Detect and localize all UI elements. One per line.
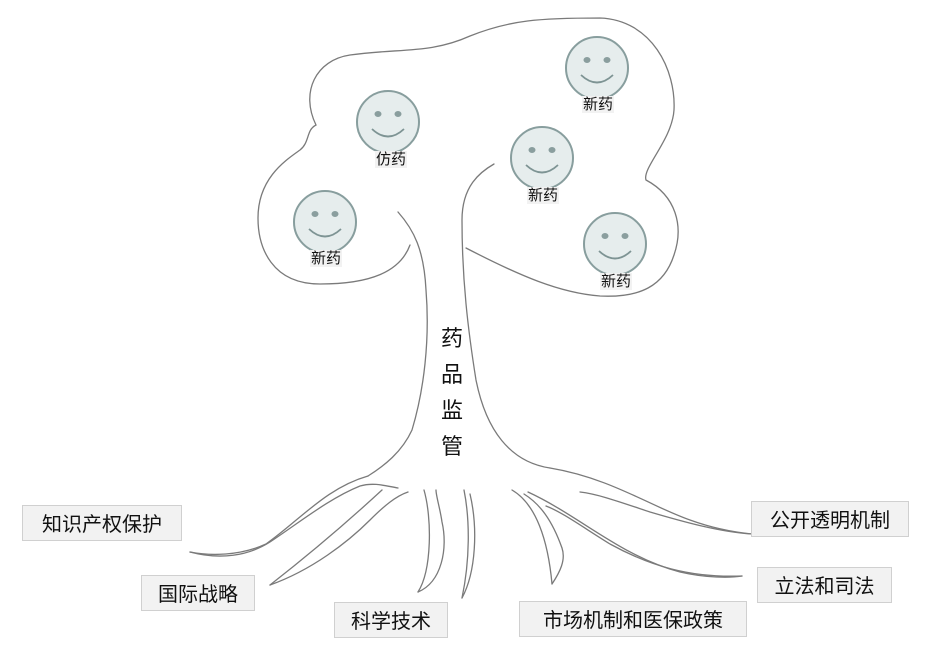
root-right-outer (549, 467, 753, 535)
root-center (461, 489, 469, 599)
root-left-outer-lower (189, 483, 399, 557)
face-2-label: 新药 (581, 95, 615, 113)
root-label-market-insurance: 市场机制和医保政策 (519, 601, 747, 637)
root-center-left-inner (417, 489, 445, 593)
root-left-outer (189, 475, 369, 556)
face-3-icon (510, 126, 574, 190)
root-center-inner (461, 493, 476, 599)
trunk-right-edge (461, 163, 551, 469)
root-label-legislation-judiciary: 立法和司法 (757, 567, 892, 603)
root-right-center (511, 489, 553, 585)
trunk-label-char-3: 监 (441, 399, 464, 424)
canopy-outline (257, 17, 679, 297)
face-4-label: 新药 (309, 249, 343, 267)
root-label-ip-protection: 知识产权保护 (22, 505, 182, 541)
face-5-label: 新药 (599, 272, 633, 290)
trunk-left-edge (367, 211, 428, 477)
face-1-icon (356, 90, 420, 154)
trunk-label-char-1: 药 (441, 327, 464, 352)
root-center-left (417, 489, 431, 593)
root-right-inner-lower (545, 505, 743, 577)
face-4-icon (293, 190, 357, 254)
face-3-label: 新药 (526, 186, 560, 204)
face-1-label: 仿药 (374, 150, 408, 168)
trunk-label-char-4: 管 (441, 435, 464, 460)
trunk-label-char-2: 品 (441, 363, 464, 388)
root-left-inner-lower (269, 491, 409, 586)
face-5-icon (583, 212, 647, 276)
root-right-outer-lower (579, 491, 753, 535)
root-label-transparency: 公开透明机制 (751, 501, 909, 537)
root-left-inner (269, 489, 383, 586)
root-right-inner (527, 491, 743, 578)
root-right-center-inner (523, 493, 564, 585)
face-2-icon (565, 36, 629, 100)
root-label-science-technology: 科学技术 (334, 602, 448, 638)
root-label-international-strategy: 国际战略 (141, 575, 255, 611)
